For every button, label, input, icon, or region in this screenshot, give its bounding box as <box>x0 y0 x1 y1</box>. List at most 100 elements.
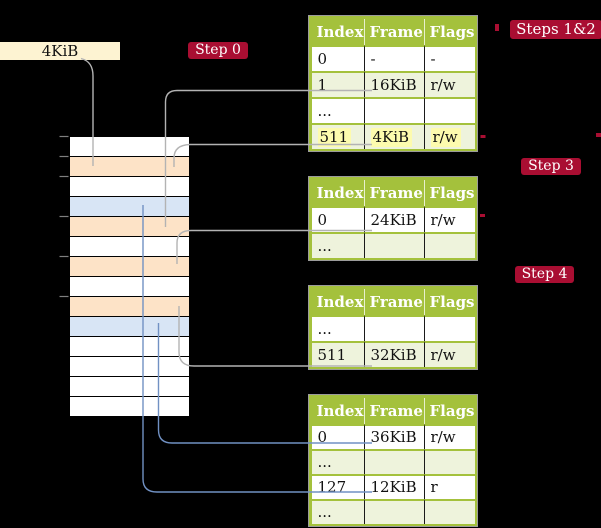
memory-row-14 <box>70 397 189 416</box>
table-row: ... <box>311 448 475 474</box>
cell-frame: 16KiB <box>363 70 424 97</box>
cell-frame <box>363 96 424 123</box>
memory-row-12 <box>70 357 189 377</box>
column-header-flags: Flags <box>423 288 475 315</box>
column-header-flags: Flags <box>423 179 475 206</box>
memory-row-13 <box>70 377 189 397</box>
cell-flags <box>423 96 475 123</box>
column-header-index: Index <box>316 22 364 41</box>
cell-frame <box>363 314 424 341</box>
table-row: 0-- <box>311 44 475 71</box>
memory-row-2 <box>70 157 189 177</box>
cell-flags: r/w <box>423 205 475 232</box>
table-row: ... <box>311 231 475 258</box>
cell-index: 511 <box>311 340 364 367</box>
memory-row-8 <box>70 277 189 297</box>
cell-flags <box>423 231 475 258</box>
cell-index: 127 <box>311 473 364 499</box>
table-row: ... <box>311 314 475 341</box>
cell-flags: r <box>423 473 475 499</box>
badge-steps1-2: Steps 1&2 <box>510 20 601 39</box>
column-header-index: Index <box>316 292 364 311</box>
cell-flags: r/w <box>423 70 475 97</box>
badge-step0: Step 0 <box>188 42 248 59</box>
cell-frame <box>363 498 424 524</box>
cell-frame: - <box>363 44 424 71</box>
memory-row-6 <box>70 237 189 257</box>
cell-index: ... <box>311 498 364 524</box>
cell-frame: 4KiB <box>363 122 424 149</box>
column-header-index: Index <box>316 183 364 202</box>
column-header-flags: Flags <box>423 397 475 424</box>
memory-row-4 <box>70 197 189 217</box>
cell-frame <box>363 448 424 474</box>
badge-step3: Step 3 <box>521 158 581 175</box>
cell-index: ... <box>311 231 364 258</box>
red-tick-mark <box>480 214 485 217</box>
cell-frame: 12KiB <box>363 473 424 499</box>
cell-frame: 36KiB <box>363 423 424 449</box>
column-header-frame: Frame <box>363 18 424 45</box>
cell-frame: 32KiB <box>363 340 424 367</box>
memory-ticks <box>59 135 69 298</box>
red-tick-mark <box>480 135 486 138</box>
column-header-frame: Frame <box>363 397 424 424</box>
highlighted-value: r/w <box>430 127 461 147</box>
cell-index: 1 <box>311 70 364 97</box>
memory-row-10 <box>70 317 189 337</box>
red-tick-mark <box>495 24 499 31</box>
table-row: ... <box>311 498 475 524</box>
memory-row-3 <box>70 177 189 197</box>
red-tick-marks <box>480 24 601 217</box>
cell-index: ... <box>311 96 364 123</box>
column-header-index: Index <box>316 401 364 420</box>
cell-flags: r/w <box>423 122 475 149</box>
table-row: 511 4KiB r/w <box>311 122 475 149</box>
table-row: ... <box>311 96 475 123</box>
cell-index: 0 <box>311 205 364 232</box>
cell-flags: r/w <box>423 423 475 449</box>
cell-index: 0 <box>311 44 364 71</box>
cell-flags <box>423 448 475 474</box>
cell-index: ... <box>311 448 364 474</box>
memory-row-7 <box>70 257 189 277</box>
column-header-frame: Frame <box>363 179 424 206</box>
cell-flags <box>423 314 475 341</box>
memory-column <box>69 136 190 417</box>
column-header-frame: Frame <box>363 288 424 315</box>
cell-frame: 24KiB <box>363 205 424 232</box>
badge-step4: Step 4 <box>515 266 574 283</box>
cell-index: 511 <box>311 122 364 149</box>
cell-flags: - <box>423 44 475 71</box>
memory-row-1 <box>70 137 189 157</box>
red-tick-mark <box>596 133 601 137</box>
memory-row-11 <box>70 337 189 357</box>
cell-flags: r/w <box>423 340 475 367</box>
free-frame-label: 4KiB <box>0 42 120 60</box>
memory-row-9 <box>70 297 189 317</box>
cell-index: ... <box>311 314 364 341</box>
highlighted-value: 511 <box>317 127 352 147</box>
cell-index: 0 <box>311 423 364 449</box>
cell-frame <box>363 231 424 258</box>
cell-flags <box>423 498 475 524</box>
memory-row-5 <box>70 217 189 237</box>
